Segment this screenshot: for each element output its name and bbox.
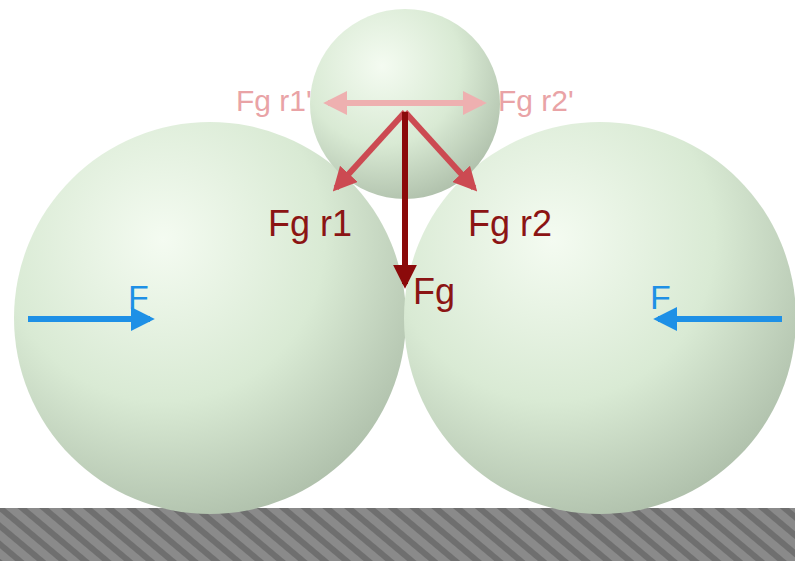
force-label: Fg r2	[468, 206, 552, 242]
floor	[0, 508, 795, 561]
force-label: Fg r2'	[498, 86, 574, 116]
force-arrow	[402, 112, 408, 284]
force-label: Fg r1	[268, 206, 352, 242]
force-label: F	[128, 280, 149, 314]
force-label: Fg	[413, 274, 455, 310]
force-arrow	[28, 316, 150, 322]
left-sphere	[14, 122, 406, 514]
force-arrow	[405, 112, 474, 188]
force-arrow	[405, 100, 482, 106]
force-arrow	[336, 112, 405, 188]
force-label: F	[650, 280, 671, 314]
force-arrow	[328, 100, 405, 106]
force-label: Fg r1'	[236, 86, 312, 116]
force-arrow	[658, 316, 782, 322]
right-sphere	[404, 122, 795, 514]
